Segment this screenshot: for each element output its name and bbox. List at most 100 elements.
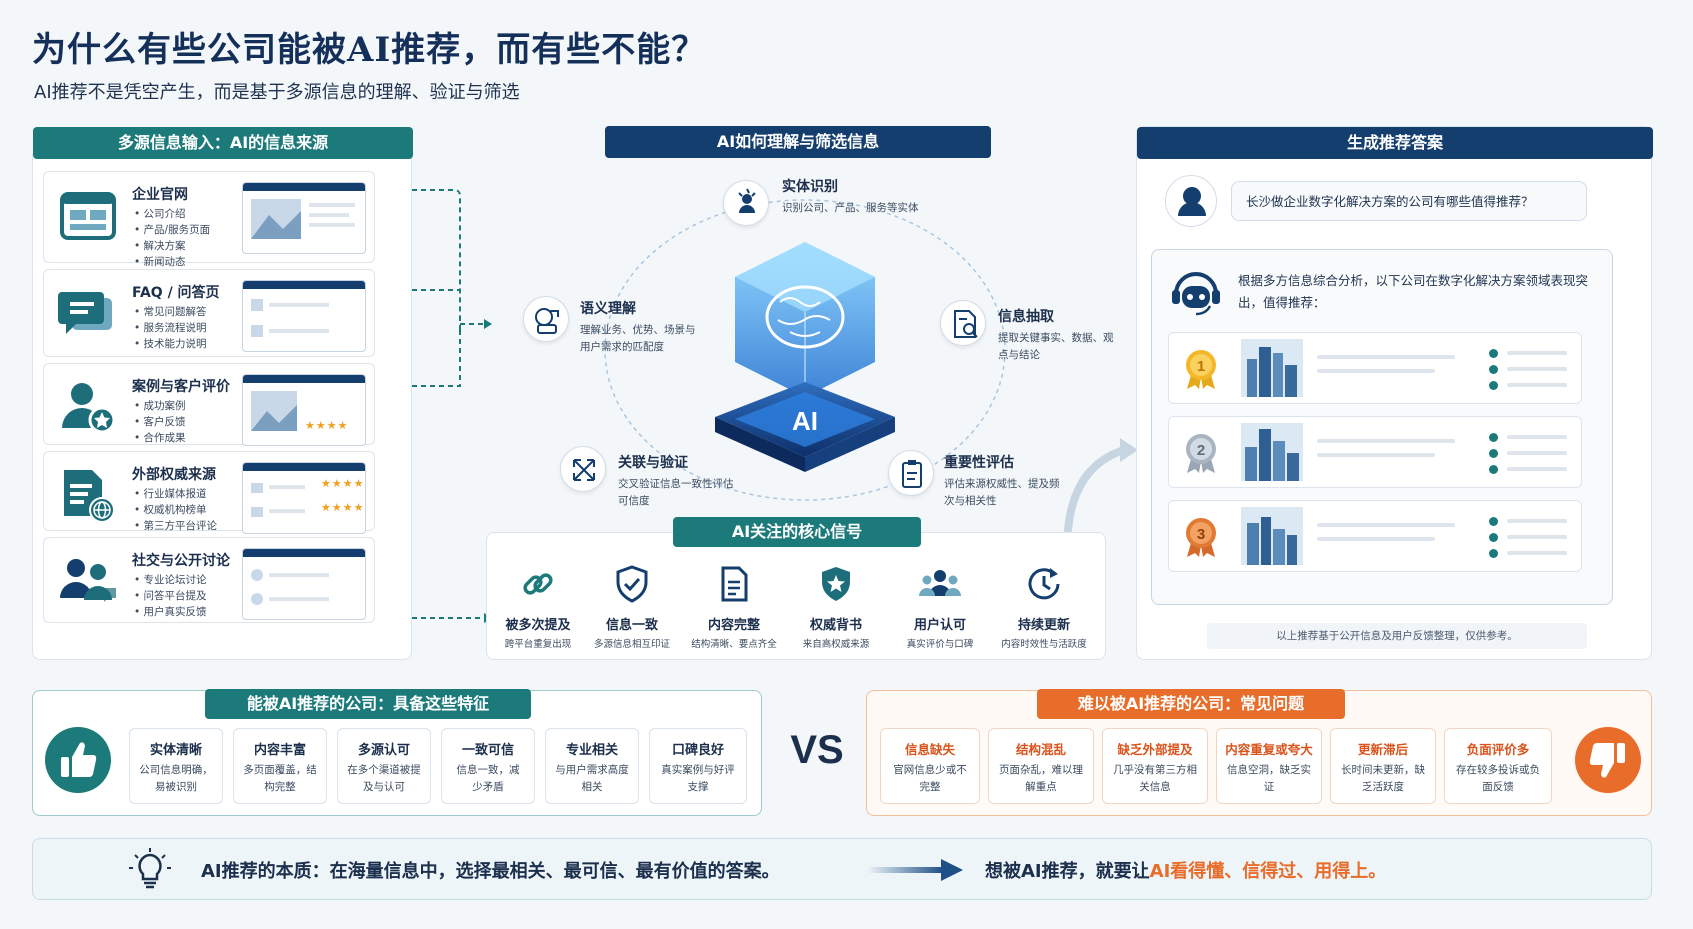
- signal-desc: 真实评价与口碑: [906, 639, 974, 650]
- source-item-website: 企业官网 公司介绍 产品/服务页面 解决方案 新闻动态: [43, 171, 375, 268]
- source-bullets: 行业媒体报道 权威机构榜单 第三方平台评论: [134, 486, 218, 534]
- source-bullet: 成功案例: [134, 398, 186, 414]
- source-bullet: 问答平台提及: [134, 588, 207, 604]
- extract-icon: [940, 300, 986, 346]
- source-bullet: 合作成果: [134, 430, 186, 446]
- node-verify: 关联与验证 交叉验证信息一致性评估可信度: [618, 452, 738, 510]
- lightbulb-icon: [129, 848, 171, 889]
- users-icon: [919, 570, 961, 596]
- bronze-medal-icon: 3: [1186, 518, 1216, 557]
- source-bullet: 用户真实反馈: [134, 604, 207, 620]
- feature-desc: 公司信息明确，易被识别: [139, 764, 213, 793]
- faq-thumbnail: [242, 280, 366, 352]
- feature-card: 多源认可在多个渠道被提及与认可: [337, 728, 431, 804]
- answer-card: 根据多方信息综合分析，以下公司在数字化解决方案领域表现突出，值得推荐： 1 2: [1151, 249, 1613, 605]
- recommendation-row-2[interactable]: 2: [1168, 416, 1582, 488]
- recommendation-row-3[interactable]: 3: [1168, 500, 1582, 572]
- source-bullets: 专业论坛讨论 问答平台提及 用户真实反馈: [134, 572, 207, 620]
- problem-card: 内容重复或夸大信息空洞，缺乏实证: [1216, 728, 1322, 804]
- signal-authority: 权威背书 来自高权威来源: [790, 564, 882, 650]
- user-question-bubble: 长沙做企业数字化解决方案的公司有哪些值得推荐？: [1231, 181, 1587, 221]
- source-connectors: [412, 189, 492, 623]
- source-bullets: 常见问题解答 服务流程说明 技术能力说明: [134, 304, 207, 352]
- source-bullet: 专业论坛讨论: [134, 572, 207, 588]
- node-title: 实体识别: [782, 179, 838, 195]
- forum-thumbnail: [242, 548, 366, 620]
- problem-desc: 官网信息少或不完整: [893, 764, 967, 793]
- check-icon: [1489, 433, 1498, 442]
- link-verify-icon: [560, 446, 606, 492]
- rating-stars: ★★★★: [305, 419, 349, 432]
- source-bullets: 公司介绍 产品/服务页面 解决方案 新闻动态: [134, 206, 211, 270]
- signal-users: 用户认可 真实评价与口碑: [894, 564, 986, 650]
- thumbs-up-icon: [61, 742, 97, 777]
- node-title: 关联与验证: [618, 455, 688, 471]
- source-title: 外部权威来源: [132, 467, 216, 483]
- problem-title: 结构混乱: [1015, 742, 1066, 757]
- flow-arrow: [1064, 438, 1138, 534]
- feature-card: 实体清晰公司信息明确，易被识别: [129, 728, 223, 804]
- answer-panel: 生成推荐答案 长沙做企业数字化解决方案的公司有哪些值得推荐？ 根据多方信息综合分…: [1136, 126, 1653, 660]
- good-heading: 能被AI推荐的公司：具备这些特征: [205, 689, 531, 719]
- bad-heading: 难以被AI推荐的公司：常见问题: [1037, 689, 1345, 719]
- clock-refresh-icon: [1028, 568, 1060, 600]
- feature-title: 实体清晰: [149, 743, 202, 758]
- website-icon: [60, 192, 116, 240]
- source-item-social: 社交与公开讨论 专业论坛讨论 问答平台提及 用户真实反馈: [43, 537, 375, 623]
- problem-title: 内容重复或夸大: [1225, 742, 1313, 757]
- feature-title: 一致可信: [461, 743, 514, 758]
- node-desc: 评估来源权威性、提及频次与相关性: [944, 478, 1060, 507]
- feature-desc: 真实案例与好评支撑: [661, 764, 735, 793]
- summary-right-highlight: AI看得懂、信得过、用得上。: [1149, 861, 1387, 882]
- node-title: 信息抽取: [998, 309, 1054, 325]
- entity-icon: [723, 180, 769, 226]
- users-chat-icon: [60, 559, 116, 602]
- ai-brain-chip: AI: [715, 242, 895, 472]
- arrow-right-icon: [867, 859, 963, 881]
- node-extract: 信息抽取 提取关键事实、数据、观点与结论: [998, 306, 1123, 364]
- source-bullet: 常见问题解答: [134, 304, 207, 320]
- recommendation-row-1[interactable]: 1: [1168, 332, 1582, 404]
- problem-card: 结构混乱页面杂乱，难以理解重点: [988, 728, 1094, 804]
- source-bullet: 行业媒体报道: [134, 486, 217, 502]
- signal-title: 用户认可: [913, 618, 966, 633]
- answer-footnote: 以上推荐基于公开信息及用户反馈整理，仅供参考。: [1207, 623, 1587, 649]
- feature-card: 内容丰富多页面覆盖，结构完整: [233, 728, 327, 804]
- feature-card: 口碑良好真实案例与好评支撑: [649, 728, 747, 804]
- feature-card: 专业相关与用户需求高度相关: [545, 728, 639, 804]
- signal-title: 持续更新: [1017, 618, 1070, 633]
- company-building-image: [1241, 423, 1303, 481]
- feature-title: 口碑良好: [671, 743, 724, 758]
- clipboard-icon: [888, 450, 934, 496]
- feature-desc: 多页面覆盖，结构完整: [243, 764, 317, 793]
- source-title: 案例与客户评价: [132, 379, 230, 395]
- source-title: FAQ / 问答页: [132, 285, 220, 301]
- check-icon: [1489, 549, 1498, 558]
- node-title: 重要性评估: [944, 455, 1014, 471]
- silver-medal-icon: 2: [1186, 434, 1216, 473]
- gold-medal-icon: 1: [1186, 350, 1216, 389]
- signal-desc: 内容时效性与活跃度: [1001, 639, 1087, 650]
- signal-desc: 多源信息相互印证: [593, 639, 670, 650]
- source-bullet: 产品/服务页面: [134, 222, 211, 238]
- thumbs-down-icon: [1589, 743, 1625, 778]
- signal-desc: 结构清晰、要点齐全: [691, 639, 777, 650]
- problem-desc: 信息空洞，缺乏实证: [1227, 764, 1311, 793]
- feature-card: 一致可信信息一致，减少矛盾: [441, 728, 535, 804]
- robot-headset-icon: [1172, 272, 1220, 316]
- chain-link-icon: [523, 573, 553, 595]
- process-heading: AI如何理解与筛选信息: [605, 126, 991, 158]
- ai-chip-label: AI: [792, 406, 818, 436]
- case-thumbnail: ★★★★: [242, 374, 366, 446]
- node-title: 语义理解: [580, 301, 636, 317]
- signal-desc: 来自高权威来源: [802, 639, 870, 650]
- node-importance: 重要性评估 评估来源权威性、提及频次与相关性: [944, 452, 1064, 510]
- check-icon: [1489, 465, 1498, 474]
- source-item-authority: 外部权威来源 行业媒体报道 权威机构榜单 第三方平台评论 ★★★★ ★★★★: [43, 451, 375, 534]
- check-icon: [1489, 381, 1498, 390]
- company-building-image: [1241, 507, 1303, 565]
- source-title: 企业官网: [132, 187, 188, 203]
- feature-title: 多源认可: [357, 743, 410, 758]
- rating-stars: ★★★★: [321, 501, 365, 514]
- signal-desc: 跨平台重复出现: [504, 639, 572, 650]
